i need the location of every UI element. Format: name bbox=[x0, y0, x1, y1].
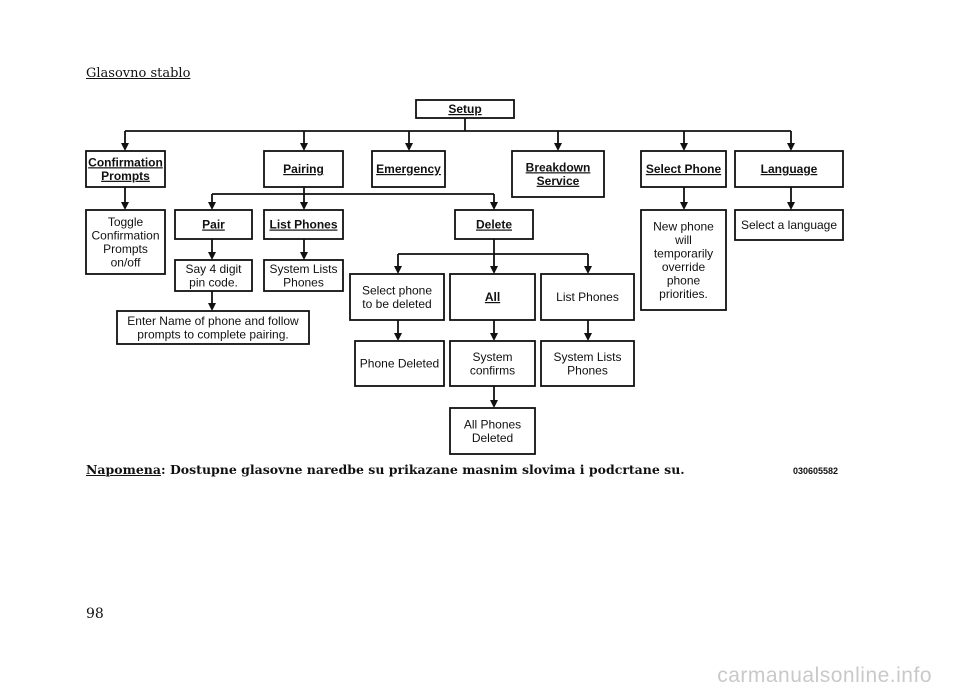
node-box bbox=[263, 259, 344, 292]
node-box bbox=[174, 209, 253, 240]
node-label: confirms bbox=[470, 363, 515, 377]
node-label: System Lists bbox=[553, 350, 621, 364]
node-box bbox=[85, 209, 166, 275]
page-title: Glasovno stablo bbox=[86, 66, 191, 81]
footnote-label: Napomena bbox=[86, 462, 161, 477]
node-listphones2: List Phones bbox=[540, 273, 635, 321]
node-label: priorities. bbox=[659, 287, 708, 301]
node-label: Setup bbox=[448, 102, 481, 116]
node-label: pin code. bbox=[189, 275, 238, 289]
page-number: 98 bbox=[86, 606, 104, 622]
watermark: carmanualsonline.info bbox=[717, 664, 932, 687]
figure-code: 030605582 bbox=[793, 466, 839, 476]
node-label: Confirmation bbox=[88, 155, 163, 169]
diagram-connectors bbox=[121, 118, 795, 408]
node-box bbox=[349, 273, 445, 321]
node-label: Pairing bbox=[283, 162, 324, 176]
node-box bbox=[415, 99, 515, 119]
node-label: Enter Name of phone and follow bbox=[127, 314, 299, 328]
node-label: on/off bbox=[111, 255, 141, 269]
node-listphones1: List Phones bbox=[263, 209, 344, 240]
node-language: Language bbox=[734, 150, 844, 188]
node-newphone: New phonewilltemporarilyoverridephonepri… bbox=[640, 209, 727, 311]
node-label: Phone Deleted bbox=[360, 357, 439, 371]
node-box bbox=[540, 273, 635, 321]
node-box bbox=[540, 340, 635, 387]
node-box bbox=[734, 150, 844, 188]
node-label: Select phone bbox=[362, 283, 432, 297]
node-label: will bbox=[674, 233, 692, 247]
node-emergency: Emergency bbox=[371, 150, 446, 188]
node-box bbox=[734, 209, 844, 241]
node-box bbox=[640, 150, 727, 188]
node-label: List Phones bbox=[269, 218, 337, 232]
node-box bbox=[85, 150, 166, 188]
node-setup: Setup bbox=[415, 99, 515, 119]
node-label: to be deleted bbox=[362, 297, 431, 311]
node-label: Breakdown bbox=[526, 160, 591, 174]
node-label: Prompts bbox=[103, 242, 148, 256]
node-label: override bbox=[662, 260, 706, 274]
node-all: All bbox=[449, 273, 536, 321]
footnote: Napomena: Dostupne glasovne naredbe su p… bbox=[86, 462, 685, 477]
node-box bbox=[449, 340, 536, 387]
node-label: All Phones bbox=[464, 417, 521, 431]
node-label: New phone bbox=[653, 219, 714, 233]
node-box bbox=[371, 150, 446, 188]
node-label: temporarily bbox=[654, 246, 713, 260]
node-phonedeleted: Phone Deleted bbox=[354, 340, 445, 387]
node-box bbox=[511, 150, 605, 198]
node-label: Select Phone bbox=[646, 162, 722, 176]
node-label: System bbox=[472, 350, 512, 364]
node-label: Phones bbox=[283, 275, 324, 289]
node-label: Phones bbox=[567, 363, 608, 377]
node-box bbox=[449, 273, 536, 321]
footnote-text: : Dostupne glasovne naredbe su prikazane… bbox=[160, 462, 685, 477]
node-label: Pair bbox=[202, 218, 225, 232]
node-delete: Delete bbox=[454, 209, 534, 240]
node-box bbox=[174, 259, 253, 292]
node-label: prompts to complete pairing. bbox=[137, 327, 288, 341]
node-box bbox=[263, 209, 344, 240]
node-label: Deleted bbox=[472, 431, 513, 445]
node-label: Emergency bbox=[376, 162, 441, 176]
node-selectphone: Select Phone bbox=[640, 150, 727, 188]
node-label: All bbox=[485, 290, 500, 304]
node-label: Prompts bbox=[101, 169, 150, 183]
node-box bbox=[116, 310, 310, 345]
node-label: Select a language bbox=[741, 218, 837, 232]
node-box bbox=[263, 150, 344, 188]
node-box bbox=[640, 209, 727, 311]
node-label: System Lists bbox=[269, 262, 337, 276]
node-box bbox=[354, 340, 445, 387]
node-label: Toggle bbox=[108, 215, 144, 229]
node-selectlang: Select a language bbox=[734, 209, 844, 241]
node-label: phone bbox=[667, 273, 701, 287]
node-label: List Phones bbox=[556, 290, 619, 304]
node-box bbox=[449, 407, 536, 455]
node-label: Confirmation bbox=[91, 228, 159, 242]
node-pairing: Pairing bbox=[263, 150, 344, 188]
node-label: Delete bbox=[476, 218, 512, 232]
node-label: Language bbox=[761, 162, 818, 176]
node-pair: Pair bbox=[174, 209, 253, 240]
node-box bbox=[454, 209, 534, 240]
node-label: Service bbox=[537, 174, 580, 188]
node-label: Say 4 digit bbox=[185, 262, 242, 276]
